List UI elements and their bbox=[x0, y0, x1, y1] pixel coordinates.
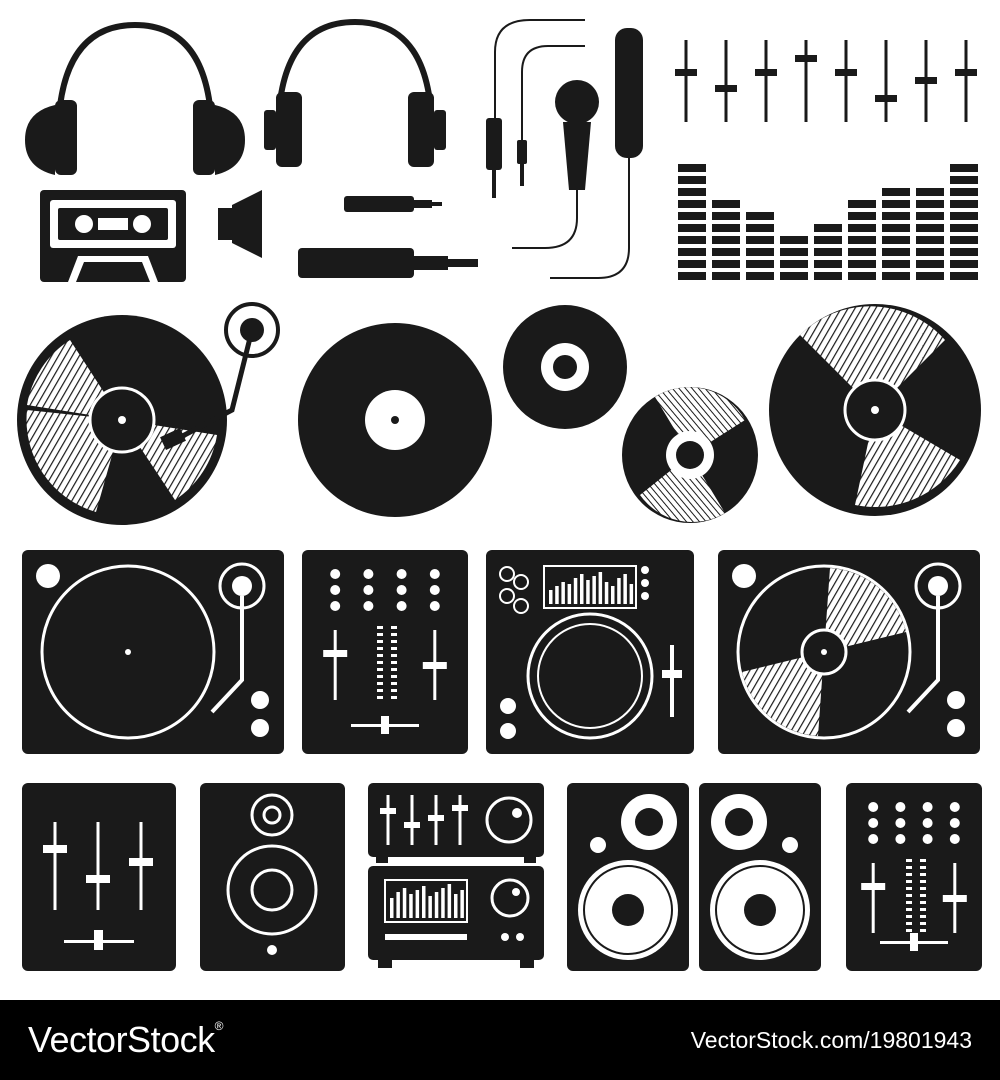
speaker-pair-right-icon bbox=[699, 783, 821, 971]
vinyl-striped-icon bbox=[769, 304, 981, 516]
audio-cable-icon bbox=[486, 19, 585, 198]
headphones-icon bbox=[25, 21, 245, 175]
turntable-record-icon bbox=[17, 302, 280, 525]
fader-panel-icon bbox=[22, 783, 176, 971]
image-id[interactable]: VectorStock.com/19801943 bbox=[690, 1026, 972, 1053]
microphone-stick-icon bbox=[550, 28, 643, 279]
cd-disc-icon bbox=[503, 305, 627, 429]
vinyl-record-icon bbox=[298, 323, 492, 517]
dj-icon-set bbox=[17, 18, 982, 971]
headphones-small-icon bbox=[264, 18, 446, 167]
equalizer-bars-icon bbox=[678, 164, 978, 280]
footer-bar: VectorStock® VectorStock.com/19801943 bbox=[0, 1000, 1000, 1080]
registered-mark: ® bbox=[214, 1019, 224, 1033]
brand-logo: VectorStock® bbox=[28, 1019, 223, 1061]
speaker-pair-left-icon bbox=[567, 783, 689, 971]
speaker-cone-icon bbox=[218, 190, 262, 258]
cdj-player-icon bbox=[486, 550, 694, 754]
jack-plug-small-icon bbox=[344, 196, 442, 212]
brand-name: VectorStock bbox=[28, 1019, 215, 1060]
dj-mixer-icon bbox=[302, 550, 468, 754]
cd-disc-striped-icon bbox=[622, 387, 758, 523]
amplifier-stack-icon bbox=[368, 783, 544, 968]
turntable-deck-icon bbox=[22, 550, 284, 754]
mixer-faders-icon bbox=[675, 40, 977, 122]
jack-plug-large-icon bbox=[298, 248, 478, 278]
speaker-cabinet-icon bbox=[200, 783, 345, 971]
microphone-handheld-icon bbox=[512, 80, 599, 249]
dj-mixer-small-icon bbox=[846, 783, 982, 971]
turntable-deck-record-icon bbox=[718, 550, 980, 754]
cassette-tape-icon bbox=[40, 190, 186, 282]
